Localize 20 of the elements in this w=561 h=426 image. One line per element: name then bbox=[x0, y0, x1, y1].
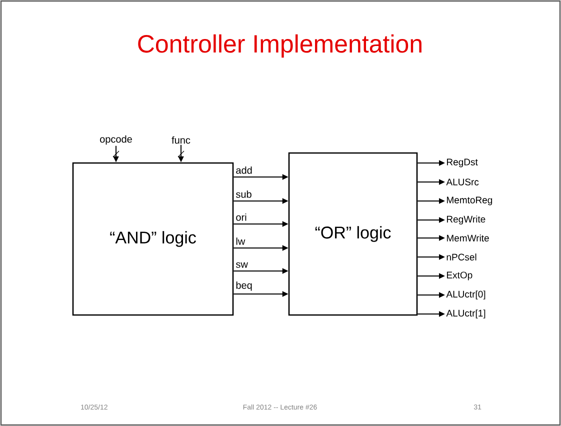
signal-name: ALUctr[1] bbox=[446, 310, 486, 318]
edge-label: add bbox=[235, 166, 253, 174]
signal-name: MemtoReg bbox=[447, 196, 492, 206]
signal-name: MemWrite bbox=[447, 234, 489, 242]
signal-name: ALUctr[0] bbox=[446, 290, 486, 300]
logic-block: “AND” logic bbox=[72, 162, 234, 316]
signal-name: nPCsel bbox=[446, 254, 476, 260]
signal-name: ALUSrc bbox=[446, 178, 479, 186]
signal-name: RegWrite bbox=[447, 216, 486, 224]
signal-name: ExtOp bbox=[447, 272, 472, 280]
logic-block: “OR” logic bbox=[288, 152, 418, 316]
edge-label: beq bbox=[235, 280, 253, 292]
edge-label: sw bbox=[235, 262, 248, 268]
edge-label: lw bbox=[235, 237, 246, 246]
edge-label: ori bbox=[235, 212, 248, 222]
edge-label: sub bbox=[235, 190, 252, 198]
signal-name: RegDst bbox=[447, 158, 478, 168]
signal-name: opcode bbox=[100, 135, 132, 145]
signal-name: func bbox=[172, 136, 190, 144]
slide-title: Controller Implementation bbox=[138, 34, 422, 58]
